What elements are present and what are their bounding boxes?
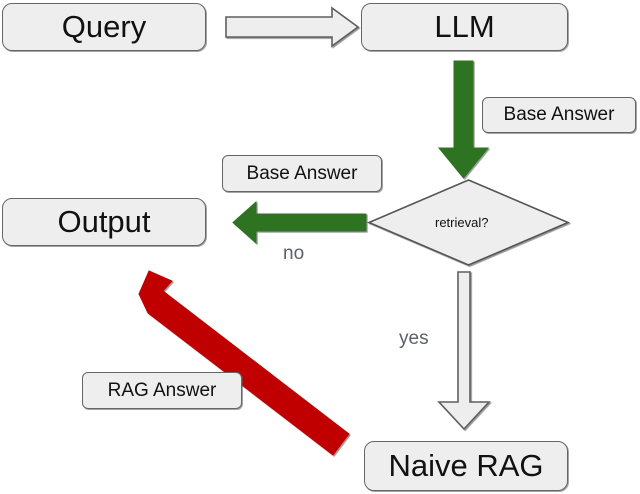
node-query[interactable]: Query (2, 3, 206, 51)
node-llm[interactable]: LLM (361, 3, 568, 51)
node-llm-label: LLM (434, 9, 495, 44)
annotation-base-answer-mid-label: Base Answer (246, 162, 358, 184)
node-output[interactable]: Output (2, 198, 206, 246)
arrow-naive-to-output (138, 270, 350, 456)
node-query-label: Query (61, 9, 147, 44)
arrow-retrieval-to-output (232, 200, 367, 245)
node-output-label: Output (57, 204, 151, 239)
annotation-rag-answer-label: RAG Answer (107, 379, 217, 401)
annotation-rag-answer[interactable]: RAG Answer (82, 372, 242, 409)
annotation-base-answer-top[interactable]: Base Answer (482, 97, 636, 133)
edge-label-yes: yes (399, 328, 429, 349)
node-retrieval-diamond[interactable] (366, 179, 571, 266)
node-retrieval-label: retrieval? (435, 215, 489, 230)
edge-label-no: no (283, 243, 305, 264)
annotation-base-answer-top-label: Base Answer (503, 104, 615, 125)
node-naive-rag[interactable]: Naive RAG (364, 441, 568, 491)
arrow-llm-to-retrieval (437, 60, 490, 179)
node-naive-rag-label: Naive RAG (388, 448, 544, 483)
annotation-base-answer-mid[interactable]: Base Answer (222, 155, 382, 192)
arrow-retrieval-to-naive (437, 271, 491, 431)
arrow-query-to-llm (225, 6, 360, 48)
